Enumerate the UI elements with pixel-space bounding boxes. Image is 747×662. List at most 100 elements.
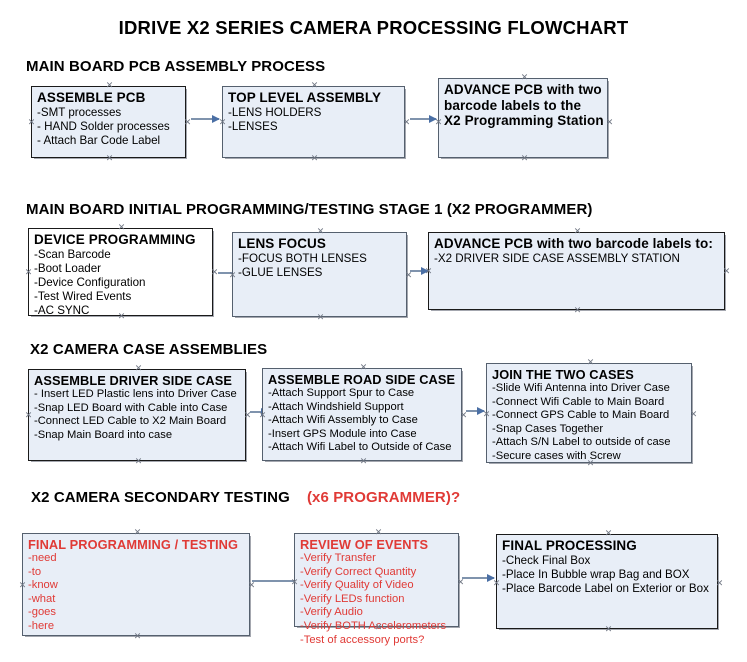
box-line: - Insert LED Plastic lens into Driver Ca…: [34, 388, 237, 400]
box-final-programming-testing[interactable]: FINAL PROGRAMMING / TESTING -need -to -k…: [19, 528, 256, 641]
box-title: LENS FOCUS: [238, 236, 327, 251]
connector-handle-icon[interactable]: ✕: [459, 410, 468, 420]
connector-handle-icon[interactable]: ✕: [359, 362, 368, 372]
box-line: -Attach Windshield Support: [268, 400, 404, 413]
box-line: -Verify LEDs function: [300, 592, 405, 605]
arrow-lens-focus-to-advance-pcb: [410, 266, 429, 275]
connector-handle-icon[interactable]: ✕: [605, 117, 614, 127]
box-advance-pcb-to-x2-programming-station[interactable]: ADVANCE PCB with two barcode labels to t…: [435, 73, 614, 163]
box-final-processing[interactable]: FINAL PROCESSING -Check Final Box -Place…: [493, 529, 724, 634]
box-line: -need: [28, 552, 57, 564]
connector-handle-icon[interactable]: ✕: [134, 363, 143, 373]
box-top-level-assembly[interactable]: TOP LEVEL ASSEMBLY -LENS HOLDERS -LENSES…: [219, 81, 411, 163]
box-title: ASSEMBLE DRIVER SIDE CASE: [34, 373, 233, 388]
box-lens-focus[interactable]: LENS FOCUS -FOCUS BOTH LENSES -GLUE LENS…: [229, 227, 413, 322]
connector-handle-icon[interactable]: ✕: [134, 456, 143, 466]
section-heading-main-board-initial-programming: MAIN BOARD INITIAL PROGRAMMING/TESTING S…: [26, 201, 593, 218]
connector-handle-icon[interactable]: ✕: [316, 226, 325, 236]
connector-handle-icon[interactable]: ✕: [359, 456, 368, 466]
box-title: ADVANCE PCB with two barcode labels to:: [434, 236, 713, 251]
box-line: -Device Configuration: [34, 275, 146, 289]
connector-handle-icon[interactable]: ✕: [573, 305, 582, 315]
connector-handle-icon[interactable]: ✕: [247, 580, 256, 590]
connector-handle-icon[interactable]: ✕: [24, 267, 33, 277]
box-line: -Attach S/N Label to outside of case: [492, 436, 671, 449]
box-title: ADVANCE PCB with two: [444, 82, 602, 97]
section-heading-text: X2 CAMERA SECONDARY TESTING: [31, 489, 290, 506]
box-line: - HAND Solder processes: [37, 119, 170, 133]
box-line: -Connect Wifi Cable to Main Board: [492, 395, 665, 408]
box-line: -Place In Bubble wrap Bag and BOX: [502, 567, 690, 581]
box-assemble-road-side-case[interactable]: ASSEMBLE ROAD SIDE CASE -Attach Support …: [259, 363, 468, 466]
connector-handle-icon[interactable]: ✕: [604, 624, 613, 634]
box-title: TOP LEVEL ASSEMBLY: [228, 90, 382, 105]
arrow-top-level-to-advance-pcb: [410, 114, 437, 123]
box-join-the-two-cases[interactable]: JOIN THE TWO CASES -Slide Wifi Antenna i…: [483, 358, 698, 468]
box-line: -Place Barcode Label on Exterior or Box: [502, 581, 709, 595]
box-line: -goes: [28, 606, 56, 619]
box-line: -what: [28, 592, 56, 605]
box-line: -Attach Wifi Label to Outside of Case: [268, 441, 452, 454]
box-advance-pcb-to-driver-side-case[interactable]: ADVANCE PCB with two barcode labels to: …: [425, 227, 731, 315]
box-line: -Verify Quality of Video: [300, 579, 414, 592]
connector-handle-icon[interactable]: ✕: [27, 117, 36, 127]
connector-handle-icon[interactable]: ✕: [520, 153, 529, 163]
connector-handle-icon[interactable]: ✕: [689, 409, 698, 419]
box-line: -FOCUS BOTH LENSES: [238, 251, 367, 265]
connector-handle-icon[interactable]: ✕: [316, 312, 325, 322]
connector-handle-icon[interactable]: ✕: [586, 357, 595, 367]
section-heading-text: X2 CAMERA CASE ASSEMBLIES: [30, 341, 268, 358]
connector-handle-icon[interactable]: ✕: [18, 580, 27, 590]
connector-handle-icon[interactable]: ✕: [374, 527, 383, 537]
box-line: -AC SYNC: [34, 304, 90, 318]
box-review-of-events[interactable]: REVIEW OF EVENTS -Verify Transfer -Verif…: [291, 528, 465, 646]
box-assemble-pcb[interactable]: ASSEMBLE PCB -SMT processes - HAND Solde…: [28, 81, 192, 163]
box-line: -Verify Audio: [300, 606, 363, 619]
arrow-road-case-to-join-cases: [466, 406, 485, 415]
box-line: -Insert GPS Module into Case: [268, 427, 417, 440]
section-heading-text: MAIN BOARD INITIAL PROGRAMMING/TESTING S…: [26, 201, 593, 218]
box-title: JOIN THE TWO CASES: [492, 367, 634, 382]
connector-handle-icon[interactable]: ✕: [24, 410, 33, 420]
connector-handle-icon[interactable]: ✕: [117, 222, 126, 232]
connector-handle-icon[interactable]: ✕: [105, 153, 114, 163]
box-device-programming[interactable]: DEVICE PROGRAMMING -Scan Barcode -Boot L…: [25, 223, 219, 321]
box-line: -Boot Loader: [34, 261, 102, 275]
connector-handle-icon[interactable]: ✕: [133, 527, 142, 537]
box-title: FINAL PROGRAMMING / TESTING: [28, 537, 239, 552]
box-line: -Secure cases with Screw: [492, 449, 621, 462]
connector-handle-icon[interactable]: ✕: [520, 72, 529, 82]
box-line: -Test Wired Events: [34, 290, 132, 304]
box-line: -Verify BOTH Accelerometers: [300, 619, 447, 632]
connector-handle-icon[interactable]: ✕: [722, 266, 731, 276]
connector-handle-icon[interactable]: ✕: [404, 270, 413, 280]
box-line: -Verify Transfer: [300, 552, 376, 564]
box-line: -here: [28, 619, 55, 632]
box-line: -LENSES: [228, 119, 278, 133]
connector-handle-icon[interactable]: ✕: [456, 577, 465, 587]
box-line: -Snap Main Board into case: [34, 428, 173, 441]
connector-handle-icon[interactable]: ✕: [573, 226, 582, 236]
connector-handle-icon[interactable]: ✕: [310, 80, 319, 90]
box-line: -Check Final Box: [502, 553, 591, 567]
box-line: -Slide Wifi Antenna into Driver Case: [492, 382, 670, 394]
box-line: -Verify Correct Quantity: [300, 565, 417, 578]
box-title: REVIEW OF EVENTS: [300, 537, 429, 552]
box-line: -Connect LED Cable to X2 Main Board: [34, 415, 227, 428]
connector-handle-icon[interactable]: ✕: [715, 578, 724, 588]
section-heading-text: MAIN BOARD PCB ASSEMBLY PROCESS: [26, 58, 326, 75]
section-heading-x2-camera-secondary-testing: X2 CAMERA SECONDARY TESTING (x6 PROGRAMM…: [31, 489, 460, 506]
box-line: -Scan Barcode: [34, 247, 111, 261]
box-line: -know: [28, 579, 58, 592]
section-heading-x2-camera-case-assemblies: X2 CAMERA CASE ASSEMBLIES: [30, 341, 267, 358]
connector-handle-icon[interactable]: ✕: [105, 80, 114, 90]
box-line: -Snap Cases Together: [492, 422, 604, 435]
box-title: ASSEMBLE ROAD SIDE CASE: [268, 372, 456, 387]
box-line-overflow: -Test of accessory ports?: [300, 633, 425, 646]
section-heading-suffix: (x6 PROGRAMMER)?: [306, 489, 461, 506]
connector-handle-icon[interactable]: ✕: [310, 153, 319, 163]
box-assemble-driver-side-case[interactable]: ASSEMBLE DRIVER SIDE CASE - Insert LED P…: [25, 364, 252, 466]
connector-handle-icon[interactable]: ✕: [604, 528, 613, 538]
box-line: -Attach Wifi Assembly to Case: [268, 414, 418, 427]
box-line: barcode labels to the: [444, 97, 582, 113]
